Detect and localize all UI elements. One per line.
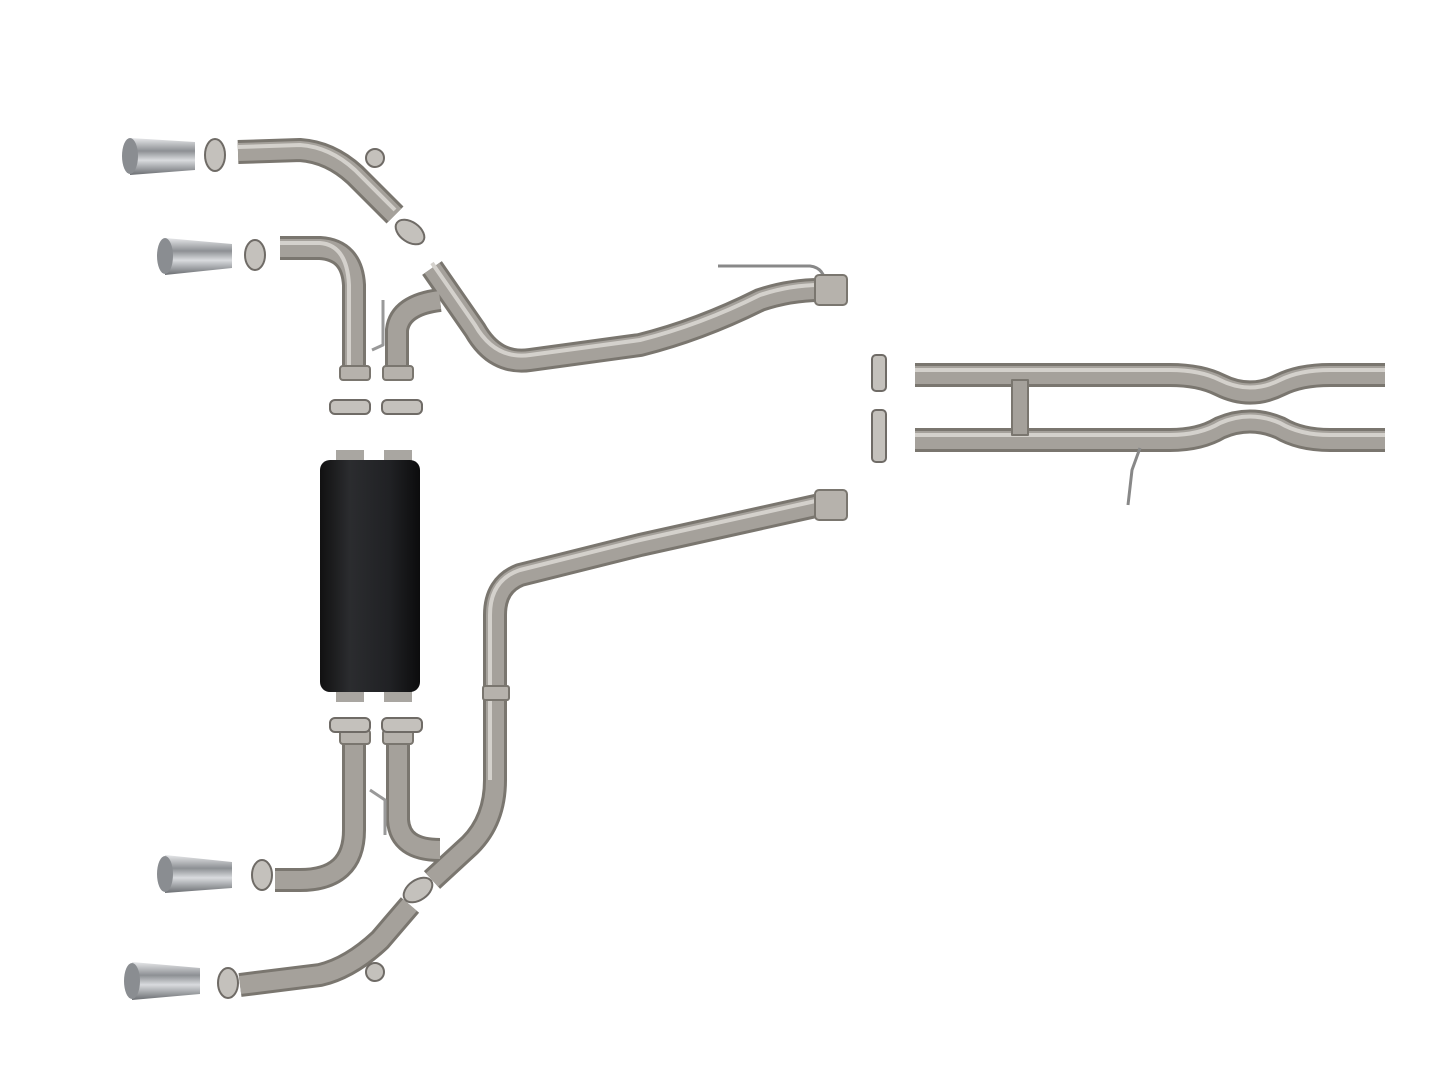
exhaust-tip: [122, 138, 195, 175]
hanger-rod: [371, 300, 385, 352]
clamps: [204, 138, 887, 999]
exhaust-tips: [122, 138, 232, 1000]
exhaust-tip: [157, 238, 232, 275]
h-crossover: [1011, 379, 1029, 436]
sensor-wire: [1126, 447, 1142, 506]
exhaust-tip: [157, 855, 232, 893]
muffler: [320, 450, 420, 702]
exhaust-tip: [124, 962, 200, 1000]
pipes: [237, 138, 1385, 997]
hanger-rod: [369, 788, 387, 835]
